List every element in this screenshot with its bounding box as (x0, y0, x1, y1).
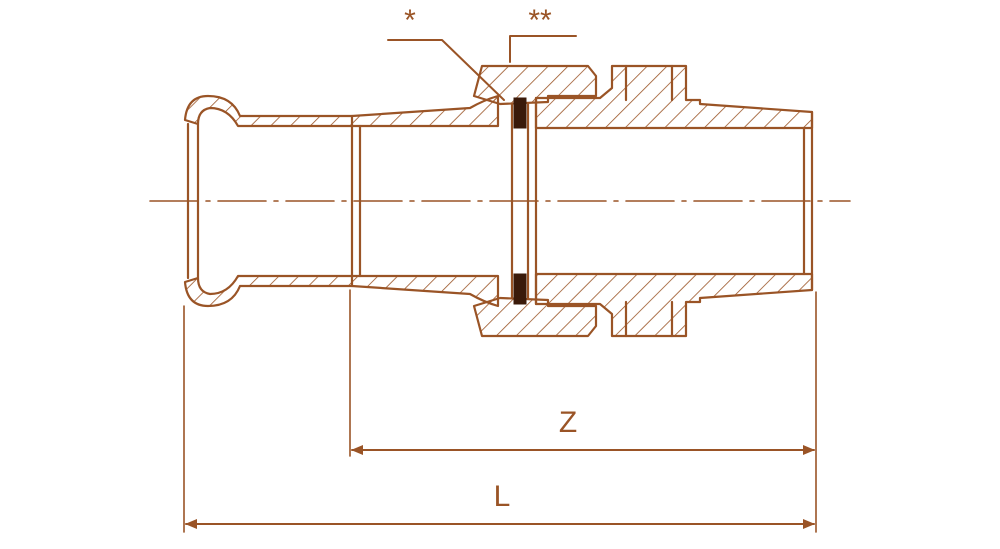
ring-marker-label: ** (528, 4, 552, 37)
ring-marker-leader (509, 35, 577, 63)
dimension-z-label: Z (559, 406, 577, 439)
o-ring-seal-bottom (513, 273, 527, 305)
seal-marker-leader (387, 39, 505, 101)
threaded-body-top (534, 64, 814, 130)
press-sleeve-bottom-wall (183, 274, 500, 308)
o-ring-seal-top (513, 97, 527, 129)
threaded-body-bottom (534, 272, 814, 338)
press-sleeve-top-wall (183, 94, 500, 128)
seal-marker-label: * (404, 4, 416, 37)
dimension-l-label: L (494, 480, 511, 513)
